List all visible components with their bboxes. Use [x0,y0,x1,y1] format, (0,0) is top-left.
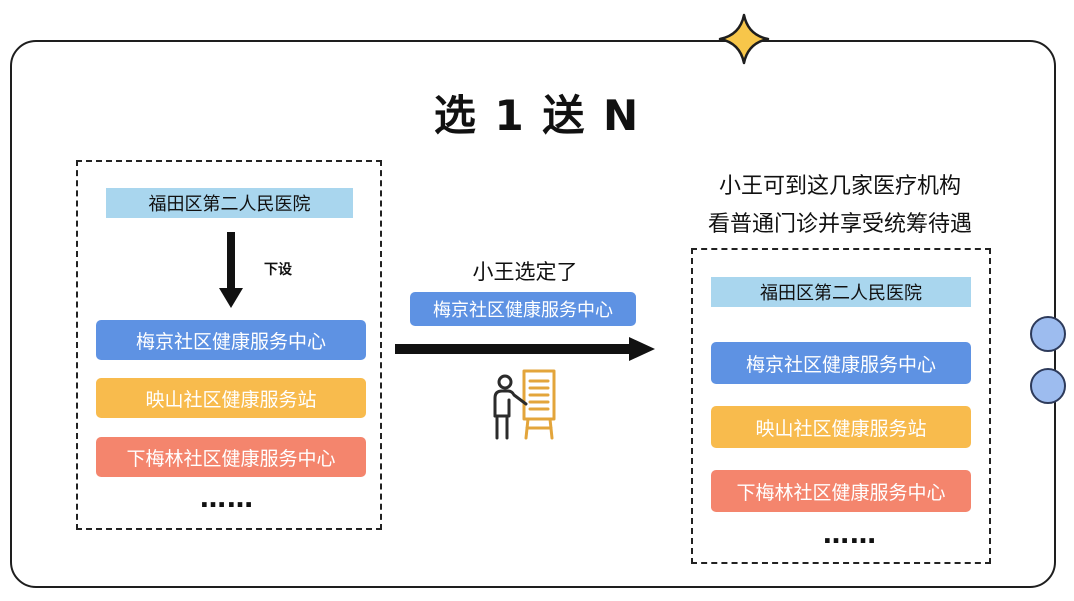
right-caption-line2: 看普通门诊并享受统筹待遇 [707,212,972,237]
down-arrow-icon [219,232,243,308]
right-center-1: 梅京社区健康服务中心 [711,342,971,384]
selected-center: 梅京社区健康服务中心 [410,292,636,326]
arrow-label: 下设 [264,262,292,278]
right-caption-line1: 小王可到这几家医疗机构 [718,174,961,199]
left-center-2: 映山社区健康服务站 [96,378,366,418]
right-arrow-icon [395,337,655,361]
right-hospital-label: 福田区第二人民医院 [711,277,971,307]
presenter-icon [493,369,556,440]
decor-circle-bottom [1030,368,1066,404]
right-ellipsis: …… [823,520,877,550]
selection-caption: 小王选定了 [472,260,578,284]
right-center-3: 下梅林社区健康服务中心 [711,470,971,512]
left-ellipsis: …… [200,484,254,514]
right-group [691,248,991,564]
left-group [76,160,382,530]
right-center-2: 映山社区健康服务站 [711,406,971,448]
decor-circle-top [1030,316,1066,352]
left-center-3: 下梅林社区健康服务中心 [96,437,366,477]
sparkle-icon [718,13,770,65]
left-center-1: 梅京社区健康服务中心 [96,320,366,360]
left-hospital-label: 福田区第二人民医院 [106,188,353,218]
page-title: 选 1 送 N [433,91,641,140]
